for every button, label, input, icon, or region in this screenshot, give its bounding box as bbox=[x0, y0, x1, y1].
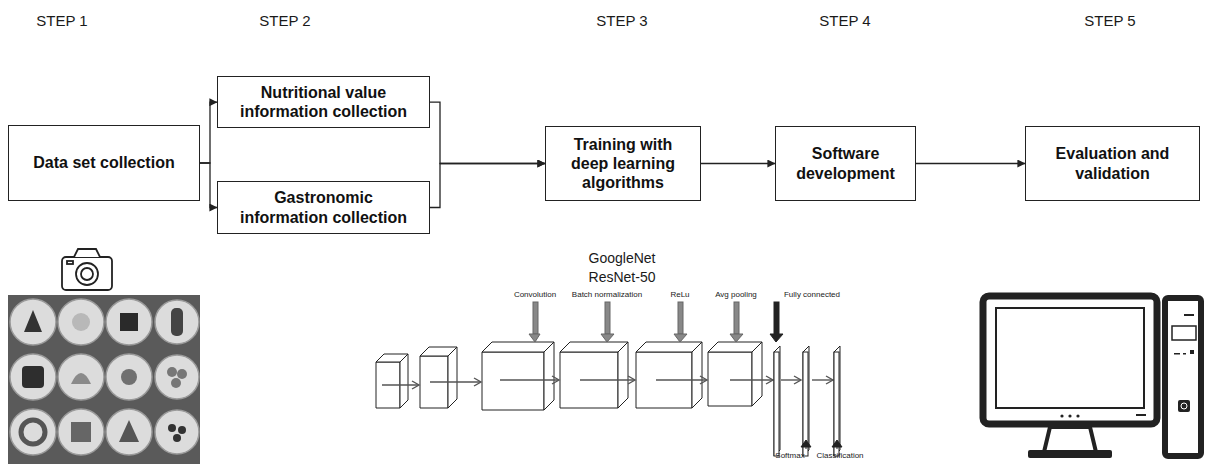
box-label: Training with deep learning algorithms bbox=[556, 135, 690, 193]
process-box: Data set collection bbox=[8, 125, 200, 201]
process-box: Software development bbox=[775, 126, 916, 201]
box-label: Gastronomic information collection bbox=[228, 188, 419, 226]
feature-blocks bbox=[376, 342, 762, 410]
layer-label: Fully connected bbox=[784, 291, 840, 300]
flow-arrow bbox=[200, 102, 217, 163]
step-label: STEP 4 bbox=[819, 13, 870, 30]
box-label: Software development bbox=[786, 144, 905, 182]
box-label: Nutritional value information collection bbox=[228, 83, 419, 121]
step-label: STEP 3 bbox=[596, 13, 647, 30]
layer-label: Softmax bbox=[775, 452, 804, 461]
flow-arrow bbox=[430, 164, 545, 208]
step-label: STEP 1 bbox=[36, 13, 87, 30]
box-label: Data set collection bbox=[33, 153, 174, 172]
step-label: GoogleNet bbox=[589, 251, 656, 266]
cnn-illustration bbox=[376, 302, 842, 456]
pointer-arrows bbox=[529, 302, 842, 449]
layer-label: Classification bbox=[816, 452, 863, 461]
dense-layers bbox=[774, 346, 840, 456]
process-box: Evaluation and validation bbox=[1025, 126, 1200, 201]
process-box: Nutritional value information collection bbox=[217, 76, 430, 128]
process-box: Gastronomic information collection bbox=[217, 181, 430, 234]
layer-label: Batch normalization bbox=[572, 291, 642, 300]
food-photo-grid bbox=[8, 295, 200, 464]
step-label: ResNet-50 bbox=[589, 270, 656, 285]
layer-label: Avg pooling bbox=[715, 291, 757, 300]
box-label: Evaluation and validation bbox=[1036, 144, 1189, 182]
camera-icon bbox=[62, 249, 112, 290]
flow-arrow bbox=[200, 163, 217, 208]
computer-icon bbox=[983, 296, 1201, 458]
flow-arrow bbox=[916, 163, 1025, 164]
flow-arrows bbox=[382, 376, 833, 389]
step-label: STEP 5 bbox=[1084, 13, 1135, 30]
flow-arrow bbox=[430, 102, 545, 163]
layer-label: Convolution bbox=[514, 291, 556, 300]
process-box: Training with deep learning algorithms bbox=[545, 126, 701, 201]
step-label: STEP 2 bbox=[259, 13, 310, 30]
layer-label: ReLu bbox=[670, 291, 689, 300]
flow-arrow bbox=[701, 163, 775, 164]
